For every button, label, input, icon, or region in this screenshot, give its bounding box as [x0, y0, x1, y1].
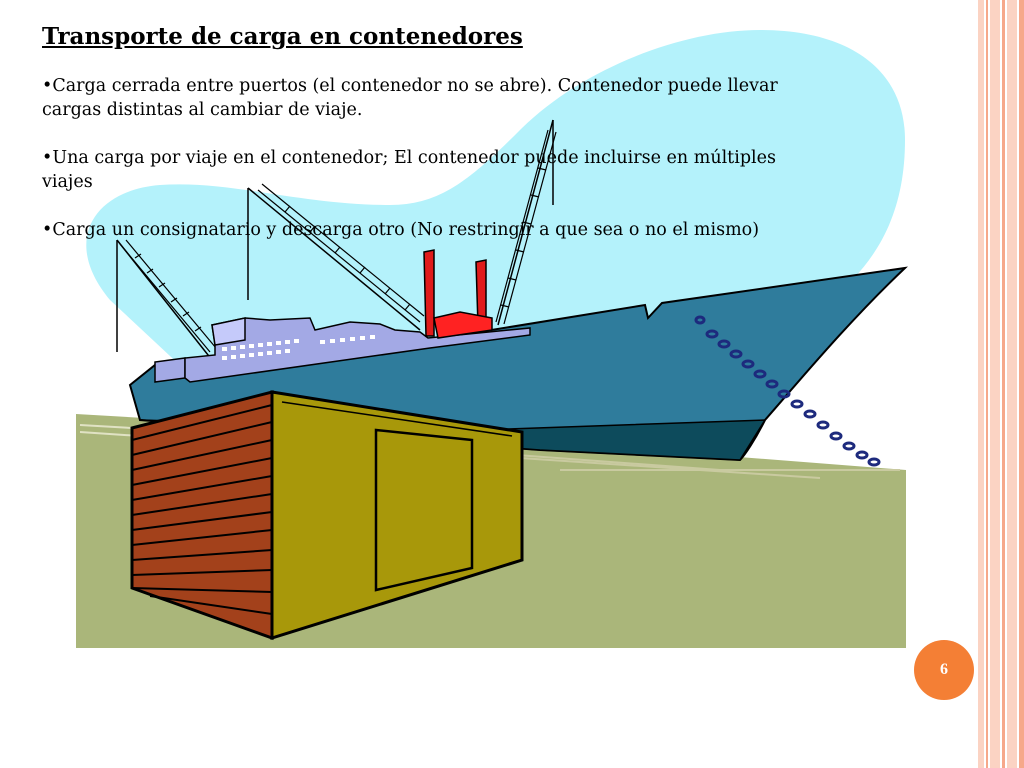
stripe-5: [1007, 0, 1017, 768]
stripe-3: [990, 0, 1000, 768]
slide-title: Transporte de carga en contenedores: [42, 23, 523, 50]
stripe-6: [1019, 0, 1024, 768]
stripe-2: [986, 0, 988, 768]
stripe-1: [978, 0, 984, 768]
bullet-3: •Carga un consignatario y descarga otro …: [42, 220, 760, 240]
page-number-badge: 6: [914, 640, 974, 700]
shipping-container: [130, 390, 524, 641]
superstructure: [154, 317, 531, 383]
stripe-4: [1002, 0, 1005, 768]
funnels: [423, 249, 493, 339]
bullet-2: •Una carga por viaje en el contenedor; E…: [42, 148, 776, 192]
bullet-1: •Carga cerrada entre puertos (el contene…: [42, 76, 778, 120]
container-front: [270, 390, 524, 641]
container-ribs: [131, 404, 273, 615]
page-number: 6: [940, 661, 948, 678]
crane-booms: [119, 129, 557, 353]
anchor-chain: [694, 315, 881, 467]
slide-content: Transporte de carga en contenedores •Car…: [42, 22, 822, 266]
